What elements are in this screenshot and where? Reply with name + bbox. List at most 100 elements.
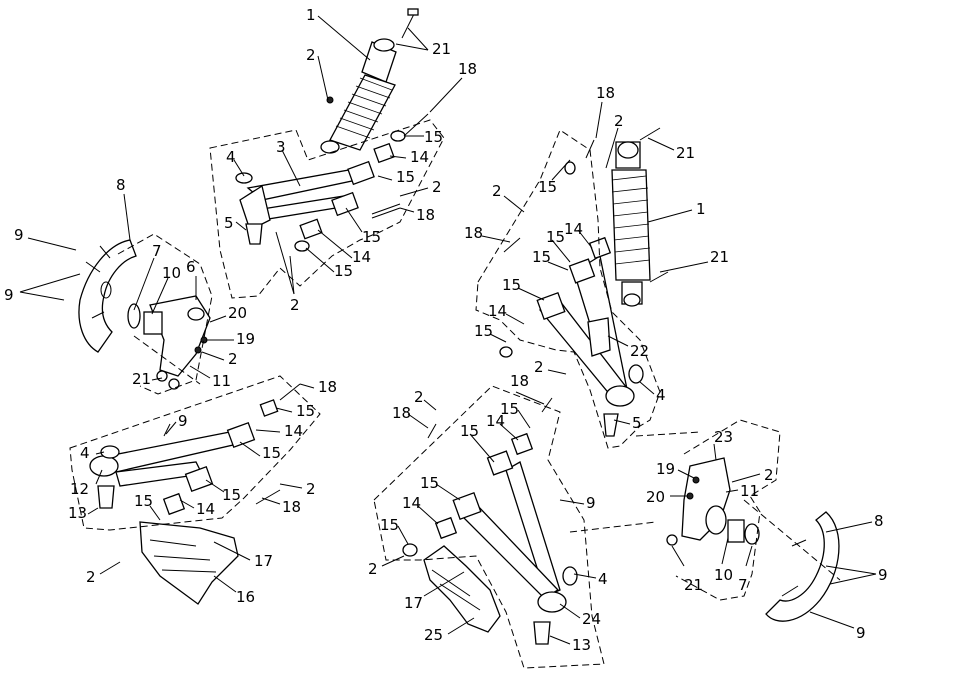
callout-14: 14 [284, 422, 303, 440]
right-knuckle-assembly [666, 419, 841, 622]
callout-2: 2 [306, 480, 316, 498]
callout-2: 2 [614, 112, 624, 130]
callout-14: 14 [402, 494, 421, 512]
callout-15: 15 [262, 444, 281, 462]
right-lower-assembly [373, 385, 657, 669]
callout-3: 3 [276, 138, 286, 156]
callout-2: 2 [306, 46, 316, 64]
skid-plate-left [139, 521, 239, 605]
callout-18: 18 [282, 498, 301, 516]
callout-23: 23 [714, 428, 733, 446]
callout-14: 14 [196, 500, 215, 518]
callout-18: 18 [510, 372, 529, 390]
callout-15: 15 [538, 178, 557, 196]
callout-18: 18 [392, 404, 411, 422]
callout-15: 15 [460, 422, 479, 440]
callout-2: 2 [290, 296, 300, 314]
upper-left-assembly [209, 8, 445, 299]
upper-a-arm-left [235, 113, 429, 252]
brake-disc-right [765, 511, 840, 622]
callout-12: 12 [70, 480, 89, 498]
callout-20: 20 [646, 488, 665, 506]
callout-20: 20 [228, 304, 247, 322]
lower-a-arm-right [402, 397, 578, 645]
left-knuckle-assembly [78, 233, 213, 395]
callout-25: 25 [424, 626, 443, 644]
callout-10: 10 [714, 566, 733, 584]
callout-9: 9 [878, 566, 888, 584]
steering-knuckle-left [127, 295, 211, 390]
callout-2: 2 [86, 568, 96, 586]
callout-15: 15 [502, 276, 521, 294]
callout-1: 1 [306, 6, 316, 24]
callout-9: 9 [586, 494, 596, 512]
callout-15: 15 [420, 474, 439, 492]
callout-18: 18 [458, 60, 477, 78]
callout-2: 2 [432, 178, 442, 196]
callout-14: 14 [564, 220, 583, 238]
callout-2: 2 [414, 388, 424, 406]
callout-10: 10 [162, 264, 181, 282]
callout-6: 6 [186, 258, 196, 276]
callout-5: 5 [224, 214, 234, 232]
callout-4: 4 [226, 148, 236, 166]
callout-22: 22 [630, 342, 649, 360]
callout-15: 15 [424, 128, 443, 146]
callout-8: 8 [874, 512, 884, 530]
right-upper-assembly [475, 127, 701, 449]
callout-14: 14 [410, 148, 429, 166]
callout-9: 9 [178, 412, 188, 430]
callout-21: 21 [710, 248, 729, 266]
callout-14: 14 [352, 248, 371, 266]
callout-19: 19 [656, 460, 675, 478]
callout-15: 15 [222, 486, 241, 504]
callout-1: 1 [696, 200, 706, 218]
callout-2: 2 [368, 560, 378, 578]
callout-2: 2 [492, 182, 502, 200]
callout-4: 4 [80, 444, 90, 462]
callout-2: 2 [764, 466, 774, 484]
callout-labels: 1 2 21 18 15 14 3 4 15 2 18 5 15 14 15 2… [4, 6, 888, 654]
callout-14: 14 [488, 302, 507, 320]
lower-a-arm-left [89, 383, 301, 516]
callout-11: 11 [740, 482, 759, 500]
callout-15: 15 [134, 492, 153, 510]
callout-4: 4 [598, 570, 608, 588]
callout-15: 15 [532, 248, 551, 266]
upper-a-arm-right [499, 139, 644, 437]
callout-21: 21 [132, 370, 151, 388]
callout-8: 8 [116, 176, 126, 194]
callout-9: 9 [4, 286, 14, 304]
callout-15: 15 [546, 228, 565, 246]
callout-7: 7 [152, 242, 162, 260]
callout-16: 16 [236, 588, 255, 606]
skid-plate-right [423, 545, 501, 633]
callout-15: 15 [500, 400, 519, 418]
callout-18: 18 [416, 206, 435, 224]
callout-15: 15 [396, 168, 415, 186]
callout-21: 21 [676, 144, 695, 162]
callout-24: 24 [582, 610, 601, 628]
callout-18: 18 [464, 224, 483, 242]
callout-19: 19 [236, 330, 255, 348]
callout-15: 15 [474, 322, 493, 340]
callout-15: 15 [296, 402, 315, 420]
callout-4: 4 [656, 386, 666, 404]
shock-absorber-upper-left [320, 38, 397, 154]
callout-11: 11 [212, 372, 231, 390]
callout-9: 9 [856, 624, 866, 642]
callout-14: 14 [486, 412, 505, 430]
callout-13: 13 [572, 636, 591, 654]
callout-21: 21 [684, 576, 703, 594]
callout-18: 18 [596, 84, 615, 102]
callout-17: 17 [404, 594, 423, 612]
callout-18: 18 [318, 378, 337, 396]
callout-7: 7 [738, 576, 748, 594]
callout-15: 15 [380, 516, 399, 534]
brake-disc-left [78, 239, 137, 353]
callout-2: 2 [228, 350, 238, 368]
callout-5: 5 [632, 414, 642, 432]
steering-knuckle-right [666, 457, 760, 546]
